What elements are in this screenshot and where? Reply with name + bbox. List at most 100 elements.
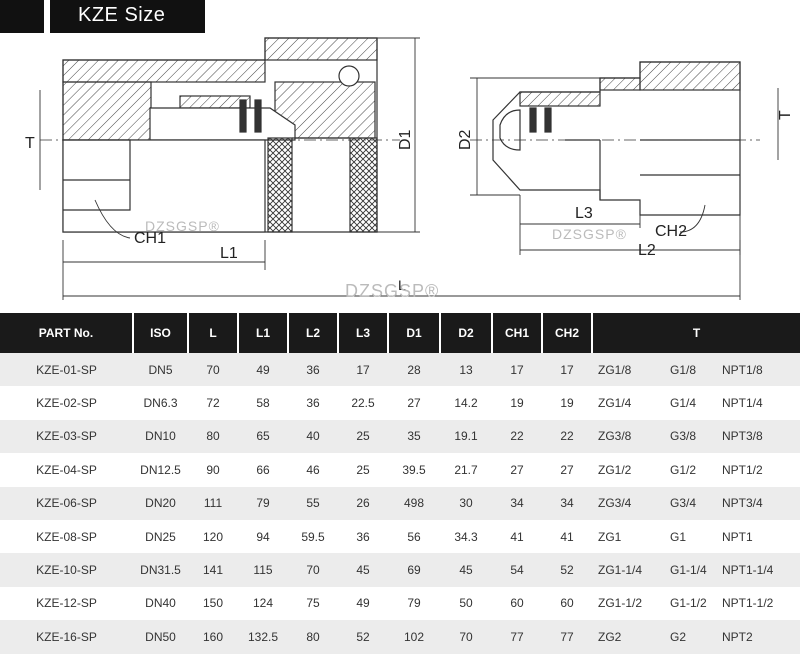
table-cell: 115 bbox=[238, 553, 288, 587]
table-cell: NPT1/2 bbox=[716, 453, 800, 487]
table-cell: NPT1/8 bbox=[716, 353, 800, 387]
table-cell: 49 bbox=[338, 586, 388, 621]
table-cell: NPT1 bbox=[716, 519, 800, 554]
table-cell: DN10 bbox=[133, 419, 188, 454]
table-cell: 22 bbox=[492, 419, 542, 454]
table-cell: 41 bbox=[542, 519, 592, 554]
spec-table: PART No. ISO L L1 L2 L3 D1 D2 CH1 CH2 T … bbox=[0, 313, 800, 654]
table-cell: 27 bbox=[492, 453, 542, 487]
table-cell: DN12.5 bbox=[133, 453, 188, 487]
table-cell: NPT1-1/2 bbox=[716, 586, 800, 621]
table-cell: KZE-06-SP bbox=[0, 486, 133, 520]
table-cell: 36 bbox=[288, 353, 338, 387]
table-cell: 56 bbox=[388, 519, 440, 554]
table-cell: 80 bbox=[188, 419, 238, 454]
table-cell: NPT3/8 bbox=[716, 419, 800, 454]
table-cell: ZG1/2 bbox=[592, 453, 664, 487]
plug-top-wall bbox=[639, 61, 741, 91]
table-cell: 52 bbox=[542, 553, 592, 587]
label-ch2: CH2 bbox=[655, 223, 687, 240]
header-l2: L2 bbox=[287, 313, 338, 353]
watermark-3: DZSGSP® bbox=[345, 281, 440, 301]
spring-left bbox=[267, 137, 293, 233]
table-cell: 77 bbox=[492, 620, 542, 654]
table-cell: KZE-03-SP bbox=[0, 419, 133, 454]
label-l1: L1 bbox=[220, 245, 238, 262]
table-cell: 120 bbox=[188, 519, 238, 554]
label-t-left: T bbox=[25, 135, 35, 152]
header-l1: L1 bbox=[237, 313, 288, 353]
socket-drawing bbox=[40, 37, 400, 233]
table-cell: G1 bbox=[664, 519, 716, 554]
table-cell: DN25 bbox=[133, 519, 188, 554]
table-cell: 59.5 bbox=[288, 519, 338, 554]
table-cell: KZE-01-SP bbox=[0, 353, 133, 387]
table-cell: 65 bbox=[238, 419, 288, 454]
header-ch1: CH1 bbox=[491, 313, 542, 353]
table-cell: 77 bbox=[542, 620, 592, 654]
table-cell: 45 bbox=[338, 553, 388, 587]
socket-sleeve-wall bbox=[264, 37, 378, 61]
table-cell: 60 bbox=[492, 586, 542, 621]
table-cell: 54 bbox=[492, 553, 542, 587]
table-cell: 80 bbox=[288, 620, 338, 654]
watermark-2: DZSGSP® bbox=[552, 226, 627, 242]
table-cell: 132.5 bbox=[238, 620, 288, 654]
table-cell: 70 bbox=[440, 620, 492, 654]
table-cell: 50 bbox=[440, 586, 492, 621]
label-d2: D2 bbox=[457, 129, 474, 150]
table-cell: 52 bbox=[338, 620, 388, 654]
table-cell: 22.5 bbox=[338, 386, 388, 420]
table-cell: ZG1-1/4 bbox=[592, 553, 664, 587]
table-cell: 17 bbox=[492, 353, 542, 387]
table-cell: 34 bbox=[542, 486, 592, 520]
socket-thread-wall bbox=[62, 81, 152, 141]
label-l2: L2 bbox=[638, 242, 656, 259]
header-t: T bbox=[591, 313, 800, 353]
table-cell: ZG1 bbox=[592, 519, 664, 554]
table-cell: 55 bbox=[288, 486, 338, 520]
table-cell: 160 bbox=[188, 620, 238, 654]
table-cell: 26 bbox=[338, 486, 388, 520]
table-cell: NPT1-1/4 bbox=[716, 553, 800, 587]
table-cell: G1/4 bbox=[664, 386, 716, 420]
table-cell: 58 bbox=[238, 386, 288, 420]
table-cell: 70 bbox=[288, 553, 338, 587]
table-cell: 22 bbox=[542, 419, 592, 454]
table-cell: 36 bbox=[338, 519, 388, 554]
header-l: L bbox=[187, 313, 238, 353]
table-cell: 39.5 bbox=[388, 453, 440, 487]
table-cell: 27 bbox=[542, 453, 592, 487]
table-cell: ZG3/4 bbox=[592, 486, 664, 520]
label-d1: D1 bbox=[397, 129, 414, 150]
header-d1: D1 bbox=[387, 313, 440, 353]
table-cell: G3/8 bbox=[664, 419, 716, 454]
label-l: L bbox=[398, 277, 406, 293]
table-cell: G1-1/2 bbox=[664, 586, 716, 621]
locking-ball bbox=[338, 65, 360, 87]
page-title: KZE Size bbox=[78, 4, 166, 26]
table-cell: 69 bbox=[388, 553, 440, 587]
plug-drawing bbox=[470, 61, 760, 216]
table-cell: DN6.3 bbox=[133, 386, 188, 420]
table-cell: ZG1/8 bbox=[592, 353, 664, 387]
table-cell: 14.2 bbox=[440, 386, 492, 420]
table-cell: DN5 bbox=[133, 353, 188, 387]
table-cell: 111 bbox=[188, 486, 238, 520]
table-cell: DN20 bbox=[133, 486, 188, 520]
table-cell: 66 bbox=[238, 453, 288, 487]
table-cell: 28 bbox=[388, 353, 440, 387]
table-cell: DN31.5 bbox=[133, 553, 188, 587]
table-cell: NPT2 bbox=[716, 620, 800, 654]
header-part-no: PART No. bbox=[0, 313, 133, 353]
table-cell: 30 bbox=[440, 486, 492, 520]
table-cell: KZE-12-SP bbox=[0, 586, 133, 621]
title-tab bbox=[0, 0, 50, 33]
